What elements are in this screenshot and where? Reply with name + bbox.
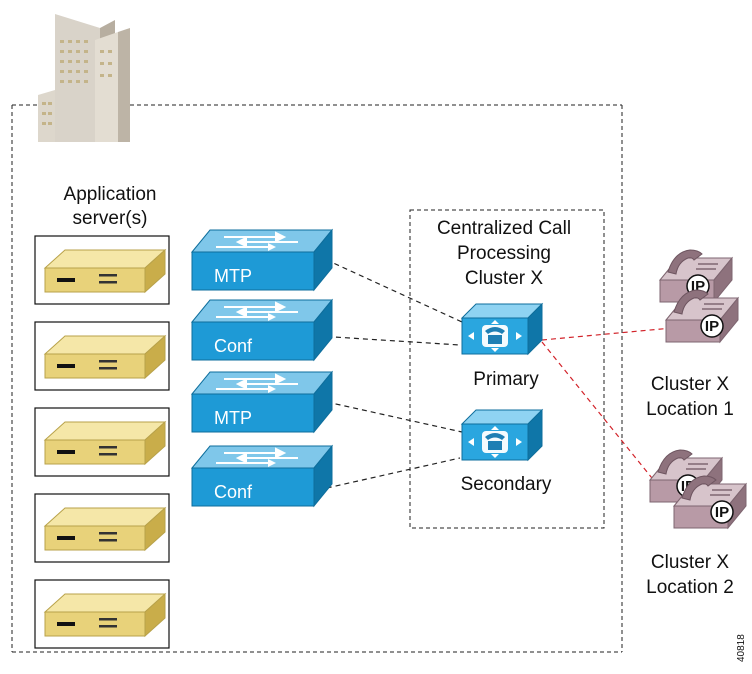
location-2-label-line-1: Cluster X <box>651 552 729 573</box>
server-3 <box>34 407 170 477</box>
ip-phones-location-1: IP IP <box>659 249 739 343</box>
switch-links <box>317 255 463 491</box>
location-1-label-line-2: Location 1 <box>646 399 734 420</box>
phone-links <box>541 327 673 489</box>
switch-mtp-1-label: MTP <box>214 266 252 286</box>
call-manager-primary: Primary <box>461 303 543 390</box>
cluster-label-line-3: Cluster X <box>465 268 543 289</box>
switch-mtp-2: MTP <box>191 371 333 433</box>
switch-conf-2-label: Conf <box>214 482 253 502</box>
app-servers-label-line-1: Application <box>64 184 157 205</box>
figure-id: 40818 <box>736 634 747 662</box>
cluster-label-line-1: Centralized Call <box>437 218 571 239</box>
switch-conf-1-label: Conf <box>214 336 253 356</box>
call-manager-primary-label: Primary <box>473 369 539 390</box>
cluster-label: Centralized Call Processing Cluster X <box>437 218 571 289</box>
location-1-label: Cluster X Location 1 <box>646 374 734 420</box>
ip-badge-icon: IP <box>700 314 724 338</box>
server-4 <box>34 493 170 563</box>
switch-mtp-1: MTP <box>191 229 333 291</box>
server-5 <box>34 579 170 649</box>
server-1 <box>34 235 170 305</box>
site-boundary <box>11 104 623 653</box>
server-2 <box>34 321 170 391</box>
switch-mtp-2-label: MTP <box>214 408 252 428</box>
cluster-label-line-2: Processing <box>457 243 551 264</box>
call-manager-secondary-label: Secondary <box>461 474 552 495</box>
ip-badge-text: IP <box>705 318 719 335</box>
ip-phones-location-2: IP IP <box>649 449 747 529</box>
cluster-box <box>409 209 605 529</box>
building-icon <box>38 14 130 142</box>
location-1-label-line-1: Cluster X <box>651 374 729 395</box>
ip-badge-icon: IP <box>710 500 734 524</box>
application-servers-label: Application server(s) <box>64 184 157 229</box>
switch-conf-1: Conf <box>191 299 333 361</box>
ip-badge-text: IP <box>715 504 729 521</box>
location-2-label: Cluster X Location 2 <box>646 552 734 598</box>
location-2-label-line-2: Location 2 <box>646 577 734 598</box>
switch-conf-2: Conf <box>191 445 333 507</box>
app-servers-label-line-2: server(s) <box>73 208 148 229</box>
call-manager-secondary: Secondary <box>461 409 552 495</box>
